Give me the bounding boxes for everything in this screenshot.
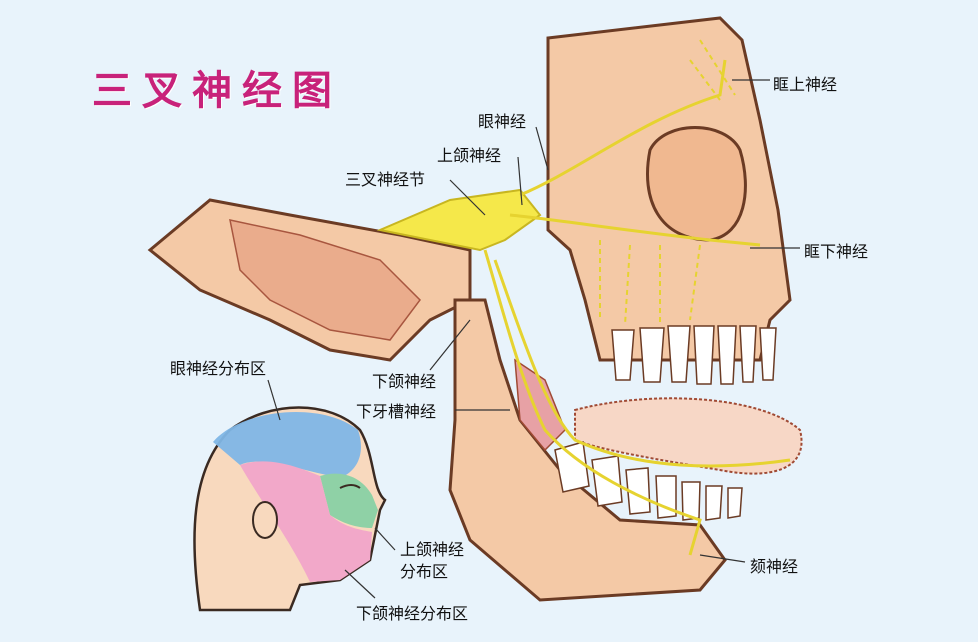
label-maxillary-area-line1: 上颌神经 bbox=[400, 540, 465, 559]
nerves bbox=[376, 39, 791, 556]
label-trigeminal-ganglion: 三叉神经节 bbox=[345, 170, 426, 189]
upper-teeth bbox=[611, 325, 777, 385]
label-supraorbital-nerve: 眶上神经 bbox=[773, 75, 838, 94]
orbit bbox=[646, 126, 747, 242]
mandibular-nerve-line bbox=[483, 249, 702, 556]
label-mental-nerve: 颏神经 bbox=[750, 557, 799, 576]
mandible bbox=[448, 298, 727, 602]
petrous-bone bbox=[229, 219, 421, 341]
label-mandibular-area: 下颌神经分布区 bbox=[356, 604, 469, 623]
leader-lines bbox=[267, 79, 800, 599]
tongue bbox=[574, 397, 803, 475]
ear bbox=[252, 501, 278, 539]
ophthalmic-nerve-line bbox=[519, 59, 727, 197]
label-maxillary-area-line2: 分布区 bbox=[400, 562, 449, 581]
maxillary-nerve-line bbox=[509, 213, 761, 247]
label-mandibular-nerve: 下颌神经 bbox=[372, 372, 437, 391]
label-ophthalmic-area: 眼神经分布区 bbox=[170, 359, 267, 378]
label-infraorbital-nerve: 眶下神经 bbox=[804, 242, 869, 261]
inferior-alveolar-line bbox=[493, 259, 791, 468]
label-inferior-alveolar-nerve: 下牙槽神经 bbox=[356, 402, 437, 421]
diagram-title: 三叉神经图 bbox=[92, 67, 342, 114]
maxillary-zone bbox=[320, 473, 378, 528]
ganglion-shape bbox=[376, 188, 542, 252]
label-ophthalmic-nerve: 眼神经 bbox=[478, 112, 527, 131]
label-maxillary-nerve: 上颌神经 bbox=[437, 146, 502, 165]
head-profile bbox=[193, 406, 387, 612]
ophthalmic-zone bbox=[213, 412, 361, 478]
eye bbox=[339, 484, 361, 489]
mandibular-zone bbox=[240, 461, 372, 582]
lower-teeth bbox=[554, 441, 743, 521]
